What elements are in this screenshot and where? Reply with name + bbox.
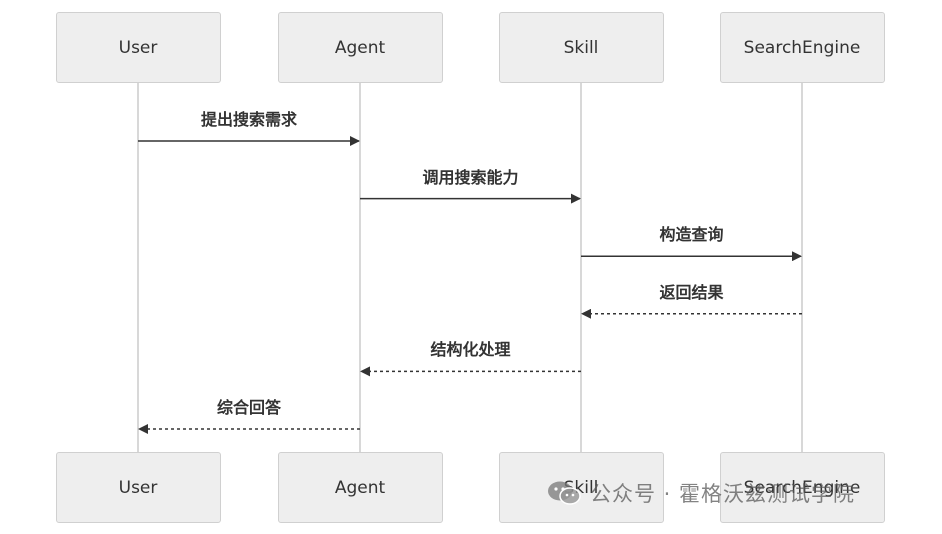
participant-skill-top: Skill — [498, 12, 664, 83]
wechat-icon — [548, 481, 581, 505]
message-label-3: 构造查询 — [659, 225, 724, 245]
message-label-5: 结构化处理 — [430, 340, 511, 360]
participant-searchengine-top: SearchEngine — [719, 12, 885, 83]
message-label-2: 调用搜索能力 — [422, 167, 519, 187]
watermark-text: 公众号 · 霍格沃兹测试学院 — [590, 482, 856, 506]
participant-searchengine-bottom: SearchEngine — [719, 452, 885, 523]
message-label-1: 提出搜索需求 — [200, 110, 297, 129]
watermark: 公众号 · 霍格沃兹测试学院 — [546, 478, 855, 508]
message-label-6: 综合回答 — [216, 398, 281, 417]
participant-agent-bottom: Agent — [277, 452, 443, 523]
participant-user-bottom: User — [55, 452, 221, 523]
participant-skill-bottom: Skill — [498, 452, 664, 523]
participant-user-top: User — [55, 12, 221, 83]
message-label-4: 返回结果 — [659, 282, 724, 302]
participant-agent-top: Agent — [277, 12, 443, 83]
